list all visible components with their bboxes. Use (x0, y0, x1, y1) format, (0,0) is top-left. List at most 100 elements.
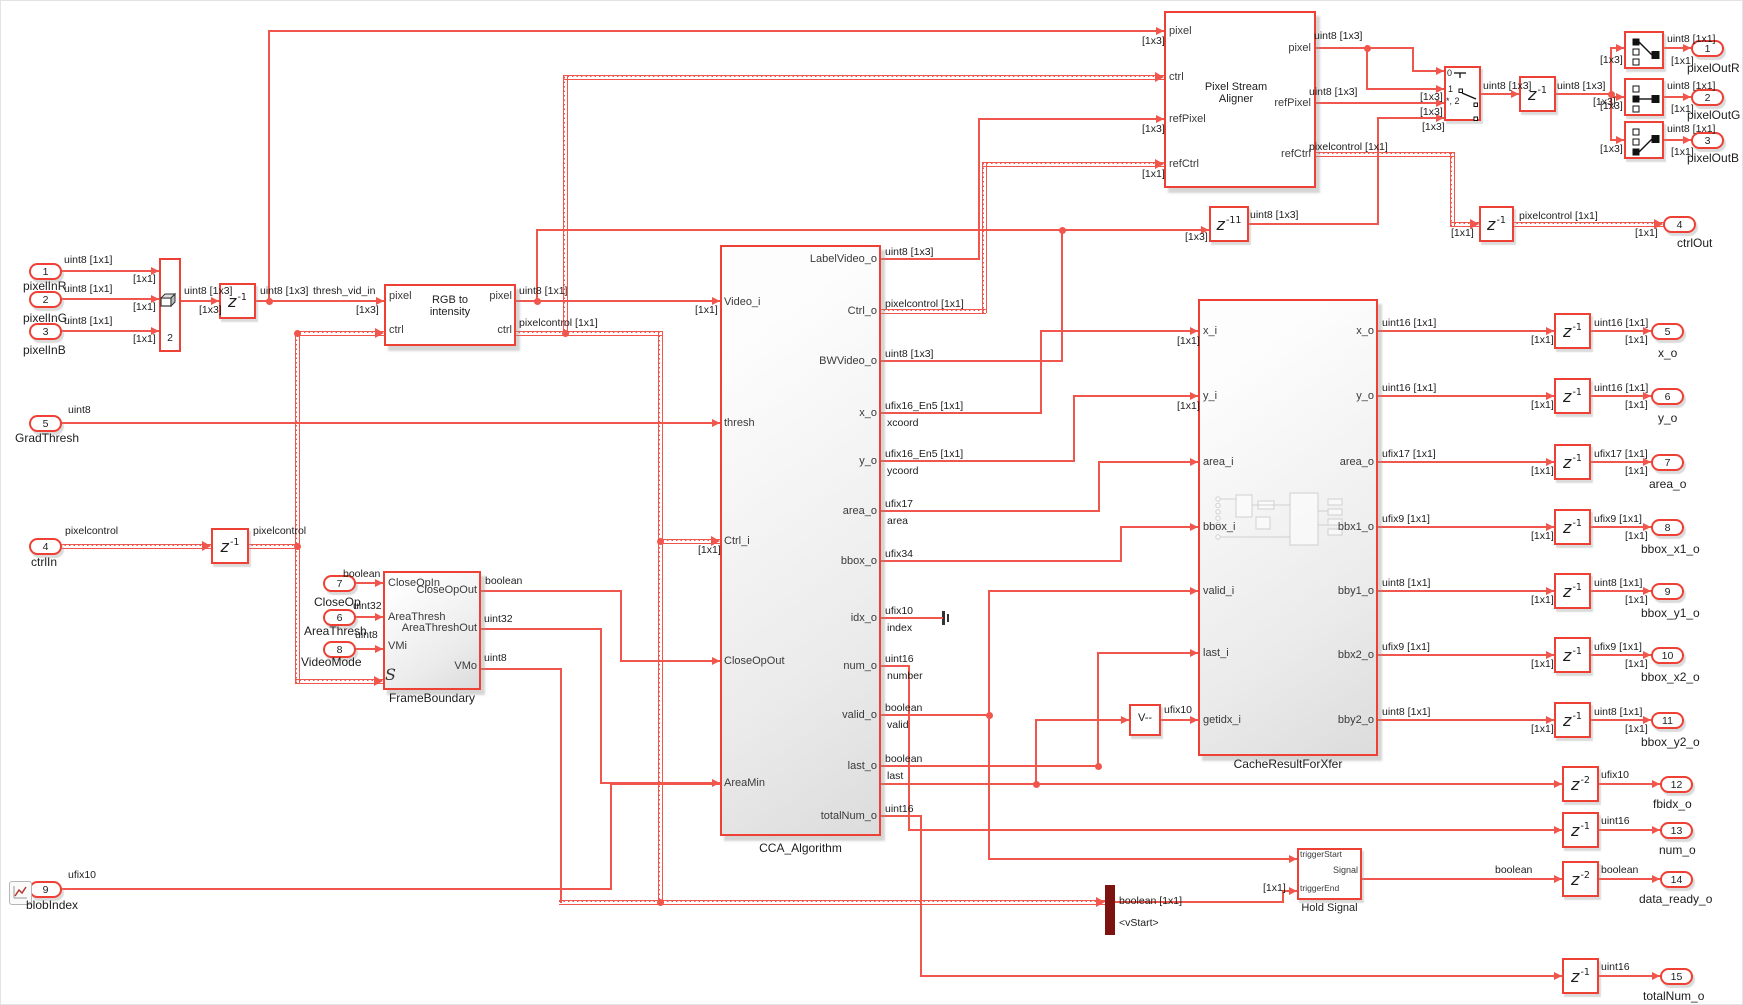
selector-g-block[interactable] (1624, 78, 1664, 116)
signal-bus-wire[interactable] (563, 74, 1166, 80)
signal-wire[interactable] (1248, 223, 1379, 225)
signal-wire[interactable] (1040, 330, 1199, 332)
signal-wire[interactable] (1366, 47, 1368, 90)
signal-wire[interactable] (1598, 829, 1661, 831)
inport-1[interactable]: 1 (29, 263, 62, 280)
signal-bus-wire[interactable] (514, 330, 662, 336)
outport-10[interactable]: 10 (1651, 647, 1684, 664)
signal-wire[interactable] (1663, 47, 1692, 49)
signal-bus-wire[interactable] (1450, 221, 1481, 227)
signal-wire[interactable] (1412, 47, 1414, 72)
delay-block[interactable]: z-2 (1562, 861, 1599, 897)
signal-wire[interactable] (1377, 330, 1555, 332)
signal-bus-wire[interactable] (295, 678, 385, 684)
outport-15[interactable]: 15 (1660, 968, 1693, 985)
signal-wire[interactable] (908, 665, 910, 831)
signal-wire[interactable] (1412, 70, 1445, 72)
delay-block[interactable]: z-1 (1554, 444, 1591, 480)
signal-wire[interactable] (600, 782, 721, 784)
signal-wire[interactable] (880, 560, 1122, 562)
outport-7[interactable]: 7 (1651, 454, 1684, 471)
signal-wire[interactable] (1590, 395, 1652, 397)
signal-wire[interactable] (1377, 654, 1555, 656)
signal-wire[interactable] (988, 590, 1199, 592)
signal-wire[interactable] (1315, 102, 1445, 104)
delay-block[interactable]: z-1 (1519, 76, 1556, 112)
signal-wire[interactable] (1098, 461, 1100, 512)
vector-concatenate-block[interactable] (159, 258, 181, 352)
cca-algorithm-block[interactable] (720, 245, 881, 836)
signal-wire[interactable] (880, 412, 1042, 414)
signal-wire[interactable] (1377, 117, 1379, 225)
signal-wire[interactable] (880, 510, 1100, 512)
signal-wire[interactable] (268, 30, 270, 302)
model-badge-icon[interactable] (9, 881, 32, 905)
delay-block[interactable]: z-11 (1209, 206, 1249, 242)
signal-wire[interactable] (1377, 719, 1555, 721)
signal-wire[interactable] (1377, 117, 1445, 119)
signal-wire[interactable] (978, 118, 1165, 120)
inport-7[interactable]: 7 (323, 575, 356, 592)
signal-wire[interactable] (61, 422, 721, 424)
signal-wire[interactable] (355, 582, 384, 584)
delay-block[interactable]: z-1 (211, 528, 249, 564)
signal-wire[interactable] (1598, 878, 1661, 880)
delay-block[interactable]: z-1 (1479, 206, 1514, 242)
delay-block[interactable]: z-1 (1562, 958, 1599, 994)
signal-wire[interactable] (1073, 395, 1075, 462)
signal-wire[interactable] (620, 590, 622, 662)
signal-wire[interactable] (1663, 139, 1692, 141)
signal-bus-wire[interactable] (879, 308, 986, 314)
signal-wire[interactable] (480, 590, 622, 592)
signal-wire[interactable] (480, 668, 562, 670)
signal-wire[interactable] (1377, 395, 1555, 397)
signal-wire[interactable] (880, 617, 943, 619)
frameboundary-block[interactable] (383, 571, 481, 690)
outport-13[interactable]: 13 (1660, 822, 1693, 839)
signal-wire[interactable] (1663, 96, 1692, 98)
outport-14[interactable]: 14 (1660, 871, 1693, 888)
signal-wire[interactable] (920, 815, 922, 977)
signal-wire[interactable] (1590, 461, 1652, 463)
signal-wire[interactable] (1035, 719, 1037, 785)
delay-block[interactable]: z-1 (219, 283, 256, 319)
signal-wire[interactable] (880, 815, 922, 817)
delay-block[interactable]: z-1 (1554, 313, 1591, 349)
signal-wire[interactable] (61, 298, 160, 300)
signal-wire[interactable] (610, 783, 1563, 785)
inport-4[interactable]: 4 (29, 538, 62, 555)
signal-bus-wire[interactable] (1449, 152, 1455, 226)
signal-wire[interactable] (620, 660, 721, 662)
signal-wire[interactable] (61, 888, 612, 890)
inport-5[interactable]: 5 (29, 415, 62, 432)
signal-wire[interactable] (880, 258, 980, 260)
signal-wire[interactable] (1598, 975, 1661, 977)
outport-9[interactable]: 9 (1651, 583, 1684, 600)
signal-bus-wire[interactable] (1314, 151, 1454, 157)
inport-2[interactable]: 2 (29, 291, 62, 308)
signal-wire[interactable] (1282, 890, 1284, 903)
signal-wire[interactable] (1120, 526, 1122, 562)
signal-wire[interactable] (908, 829, 1563, 831)
signal-wire[interactable] (1035, 719, 1130, 721)
selector-b-block[interactable] (1624, 121, 1664, 159)
signal-wire[interactable] (180, 300, 220, 302)
signal-wire[interactable] (1590, 654, 1652, 656)
hold-signal-block[interactable] (1297, 848, 1362, 900)
outport-2[interactable]: 2 (1691, 89, 1724, 106)
signal-wire[interactable] (1112, 901, 1284, 903)
selector-r-block[interactable] (1624, 31, 1664, 69)
signal-wire[interactable] (1480, 93, 1520, 95)
signal-wire[interactable] (1377, 461, 1555, 463)
inport-8[interactable]: 8 (323, 641, 356, 658)
inport-9[interactable]: 9 (29, 881, 62, 898)
signal-bus-wire[interactable] (294, 331, 300, 683)
inport-3[interactable]: 3 (29, 323, 62, 340)
signal-wire[interactable] (988, 590, 990, 716)
outport-4[interactable]: 4 (1663, 216, 1696, 233)
signal-wire[interactable] (355, 648, 384, 650)
signal-bus-wire[interactable] (562, 75, 568, 335)
outport-1[interactable]: 1 (1691, 40, 1724, 57)
signal-wire[interactable] (880, 460, 1075, 462)
signal-bus-wire[interactable] (1512, 221, 1665, 227)
